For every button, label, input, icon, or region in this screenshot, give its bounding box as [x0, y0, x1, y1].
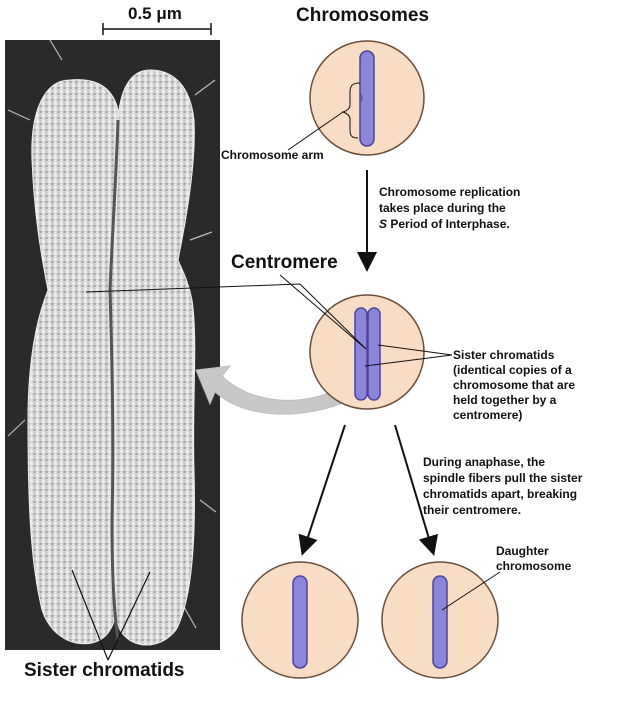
cell-middle — [309, 294, 425, 410]
sister-chromatids-bottom-label: Sister chromatids — [24, 660, 185, 681]
sister-chromatids-caption: Sister chromatids (identical copies of a… — [453, 348, 575, 423]
replication-s-phase: S — [379, 217, 388, 231]
sister-chromatids-line-1: Sister chromatids — [453, 348, 555, 362]
daughter-line-1: Daughter — [496, 544, 549, 558]
cell-top — [309, 40, 425, 156]
sister-chromatids-pointer-right — [364, 344, 453, 367]
sister-chromatids-line-2: (identical copies of a — [453, 363, 572, 377]
photo-chromatid-left — [27, 79, 121, 645]
replication-line-2: takes place during the — [379, 201, 506, 215]
scale-bar — [102, 23, 212, 35]
centromere-label: Centromere — [231, 252, 338, 273]
replication-caption: Chromosome replication takes place durin… — [379, 184, 520, 232]
anaphase-line-4: their centromere. — [423, 503, 522, 517]
sister-chromatids-line-5: centromere) — [453, 408, 523, 422]
centromere-pointer-lines — [85, 274, 367, 350]
sister-chromatids-pointer-bottom — [71, 569, 151, 661]
scale-bar-label: 0.5 μm — [128, 4, 182, 23]
diagram-title: Chromosomes — [296, 5, 430, 26]
sister-chromatids-line-4: held together by a — [453, 393, 557, 407]
chromosome-arm-bracket — [287, 82, 361, 151]
daughter-chromosome-caption: Daughter chromosome — [496, 544, 571, 574]
anaphase-caption: During anaphase, the spindle fibers pull… — [423, 454, 582, 518]
replication-line-3-rest: Period of Interphase. — [387, 217, 510, 231]
anaphase-line-3: chromatids apart, breaking — [423, 487, 578, 501]
replication-line-3: S Period of Interphase. — [379, 216, 520, 232]
chromatid-groove — [108, 119, 120, 641]
daughter-chromosome-pointer — [441, 571, 501, 611]
arrow-to-left-daughter — [298, 424, 346, 556]
anaphase-line-1: During anaphase, the — [423, 455, 546, 469]
cell-bottom-right — [381, 561, 499, 679]
replication-line-1: Chromosome replication — [379, 185, 521, 199]
anaphase-line-2: spindle fibers pull the sister — [423, 471, 583, 485]
photo-chromatid-right — [109, 69, 196, 646]
arrow-to-right-daughter — [394, 424, 438, 556]
sister-chromatids-line-3: chromosome that are — [453, 378, 576, 392]
big-gray-arrow — [195, 365, 351, 415]
daughter-line-2: chromosome — [496, 559, 572, 573]
chromosome-arm-label: Chromosome arm — [221, 148, 324, 162]
cell-bottom-left — [241, 561, 359, 679]
micrograph-photo — [5, 39, 220, 650]
